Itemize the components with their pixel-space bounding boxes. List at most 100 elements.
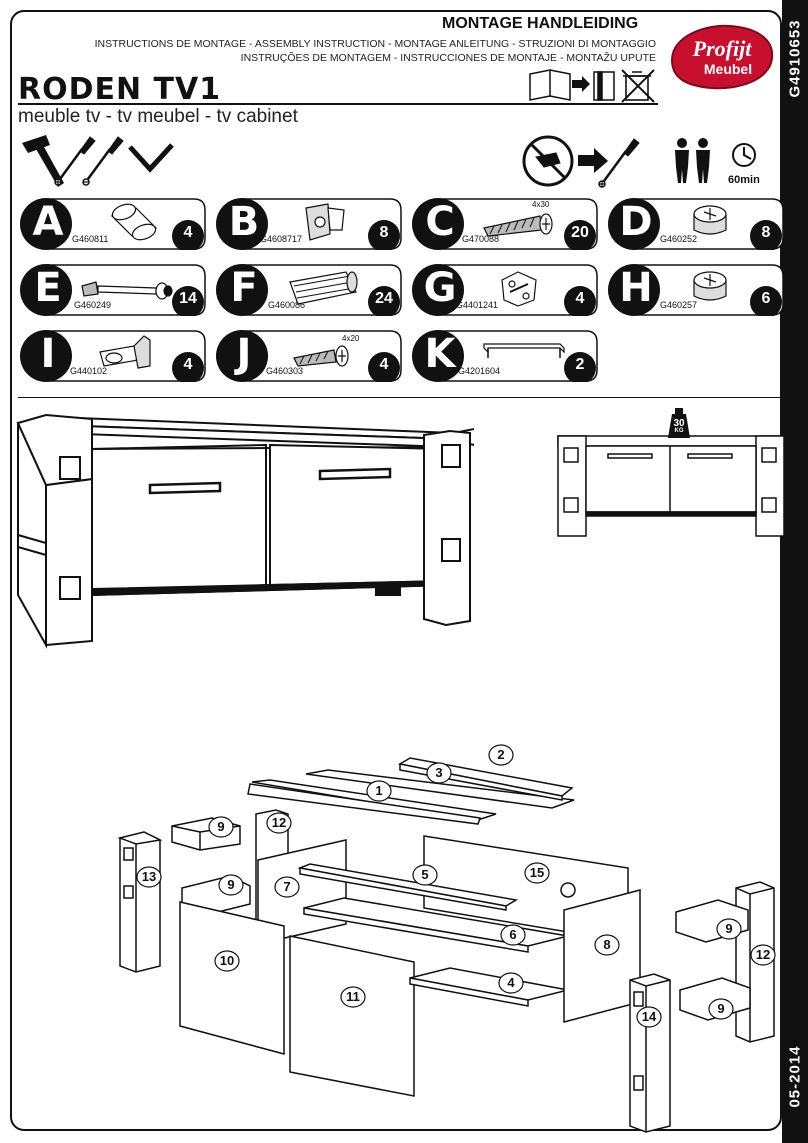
panel-callout: 3 [426,762,452,784]
part-B: B 8 G4608717 [214,198,402,250]
panel-number: 10 [219,953,235,968]
part-code: G4201604 [458,366,501,376]
book-icon [529,69,571,101]
panel-callout: 7 [274,876,300,898]
side-strip: G4910653 05-2014 [782,0,808,1143]
panel-number: 11 [346,989,360,1004]
part-qty: 20 [571,224,589,241]
arrow-icon [572,76,590,92]
panel-callout: 11 [340,986,366,1008]
panel-callout: 1 [366,780,392,802]
square-ruler-icon [128,143,174,173]
panel-number: 7 [283,879,291,894]
product-name: RODEN TV1 [18,72,222,107]
part-letter: J [236,331,252,377]
part-code: G460252 [660,234,698,244]
part-E: E 14 G460249 [18,264,206,316]
part-qty: 2 [575,356,585,373]
part-qty: 4 [183,224,193,241]
part-spec: 4x20 [342,334,360,343]
part-code: G460303 [266,366,304,376]
part-qty: 4 [183,356,193,373]
panel-callout: 9 [208,816,234,838]
part-letter: H [619,265,653,311]
hammer-icon [22,135,64,187]
part-code: G460257 [660,300,698,310]
screwdriver-plus-icon [598,138,640,188]
panel-callout: 9 [218,874,244,896]
part-qty: 8 [761,224,771,241]
exploded-view-illustration [117,757,775,1133]
part-I: I 4 G440102 [18,330,206,382]
part-D: D 8 G460252 [606,198,784,250]
part-C: C 20 G470088 4x30 [410,198,598,250]
hinge-icon [99,335,151,369]
panel-number: 9 [227,877,235,892]
max-load-badge: 30 KG [668,408,690,438]
binder-icon [593,71,615,101]
panel-number: 4 [507,975,515,990]
part-code: G4401241 [456,300,499,310]
doc-icons [529,69,655,103]
manual-title: MONTAGE HANDLEIDING [442,15,639,32]
screwdriver-flat-icon [82,136,124,186]
brand-line2: Meubel [704,61,752,77]
panel-number: 1 [375,783,383,798]
part-qty: 4 [575,290,585,307]
part-frame [20,330,206,382]
panel-callout: 4 [498,972,524,994]
section-divider [18,397,788,398]
arrow-icon [578,148,608,173]
front-view-illustration [557,435,785,537]
part-K: K 2 G4201604 [410,330,598,382]
part-code: G460811 [72,234,109,244]
panel-number: 15 [529,865,545,880]
part-code: G4608717 [260,234,303,244]
page-border [10,10,782,1131]
part-code: G470088 [462,234,500,244]
part-letter: D [619,199,653,245]
part-qty: 6 [761,290,771,307]
handle-icon [483,343,565,358]
shelf-support-icon [305,203,345,241]
assembly-time: 60min [728,174,760,186]
part-letter: K [424,331,456,377]
cam-lock-icon [693,205,727,235]
panel-number: 9 [717,1001,725,1016]
part-letter: I [40,331,56,377]
cam-lock-icon [693,271,727,301]
brand-line1: Profijt [692,36,753,61]
panel-number: 5 [421,867,429,882]
panel-callout: 12 [266,812,292,834]
part-qty: 14 [179,290,197,307]
part-letter: G [423,265,457,311]
wooden-dowel-icon [289,271,358,305]
screwdriver-plus-icon [54,136,96,186]
language-titles: INSTRUCTIONS DE MONTAGE - ASSEMBLY INSTR… [22,37,656,65]
product-subtitle: meuble tv - tv meubel - tv cabinet [18,106,298,127]
part-F: F 24 G460086 [214,264,402,316]
part-letter: F [230,265,258,311]
panel-number: 9 [725,921,733,936]
panel-number: 14 [641,1009,657,1024]
part-qty: 4 [379,356,389,373]
part-qty: 8 [379,224,389,241]
header-divider [18,103,658,105]
part-qty: 24 [375,290,393,307]
panel-callout: 8 [594,934,620,956]
panel-number: 9 [217,819,225,834]
dowel-sleeve-icon [110,203,158,241]
two-persons-icon [675,138,710,183]
panel-number: 13 [141,869,157,884]
panel-callout: 9 [716,918,742,940]
part-letter: C [425,199,455,245]
part-G: G 4 G4401241 [410,264,598,316]
panel-callout: 13 [136,866,162,888]
part-letter: B [228,199,260,245]
panel-callout: 12 [750,944,776,966]
mounting-plate-icon [501,271,537,307]
part-code: G440102 [70,366,108,376]
part-J: J 4 G460303 4x20 [214,330,402,382]
panel-callout: 10 [214,950,240,972]
panel-callout: 15 [524,862,550,884]
